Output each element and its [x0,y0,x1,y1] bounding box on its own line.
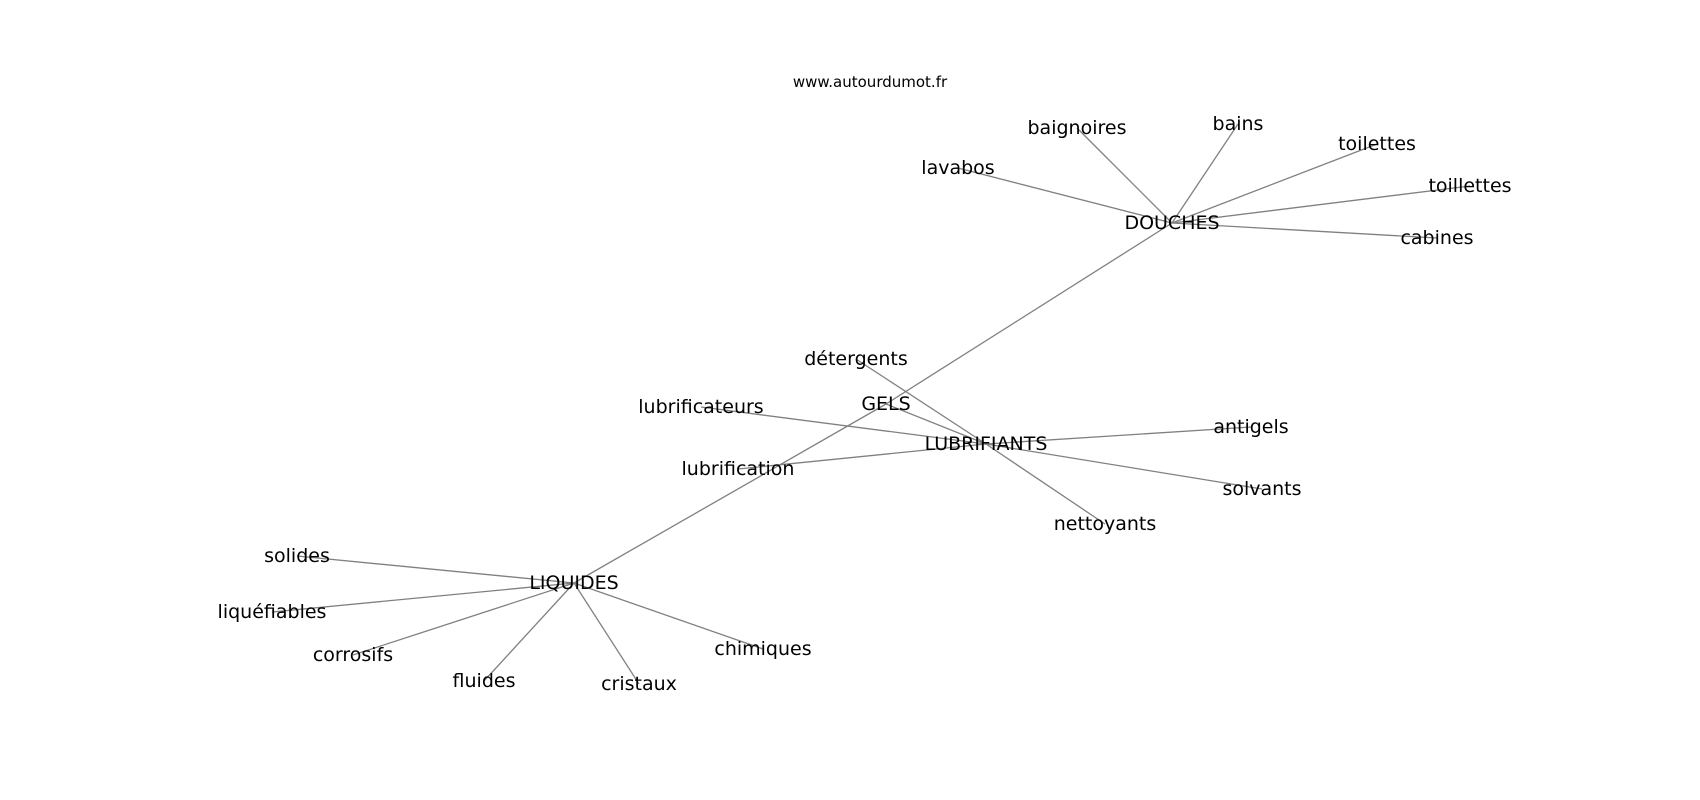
node-chimiques: chimiques [714,638,811,660]
edge-douches-bains [1171,123,1239,224]
node-solvants: solvants [1222,478,1301,500]
edge-lubrifiants-lubrificateurs [700,406,987,445]
edge-liquides-cristaux [573,582,640,685]
edge-liquides-fluides [483,582,575,682]
node-antigels: antigels [1213,416,1288,438]
edge-gels-liquides [573,403,887,584]
edge-liquides-corrosifs [352,582,575,656]
edge-liquides-liquefiables [271,582,575,613]
edge-lubrifiants-detergents [855,358,987,445]
edge-douches-toilettes [1171,143,1378,224]
node-lubrifiants: LUBRIFIANTS [925,433,1048,455]
node-corrosifs: corrosifs [313,644,393,666]
edge-liquides-solides [296,555,575,584]
node-toillettes: toillettes [1428,175,1511,197]
graph-nodes: GELS DOUCHES LIQUIDES LUBRIFIANTS baignoires… [218,113,1512,695]
edge-gels-lubrifiants [885,403,987,445]
node-toilettes: toilettes [1338,133,1416,155]
edge-lubrifiants-lubrification [737,443,987,470]
edge-douches-baignoires [1076,127,1173,224]
edge-lubrifiants-solvants [985,443,1263,490]
graph-edges [271,123,1471,685]
node-liquides: LIQUIDES [529,572,618,594]
node-cabines: cabines [1400,227,1473,249]
node-douches: DOUCHES [1124,212,1219,234]
node-lubrificateurs: lubrificateurs [638,396,763,418]
node-cristaux: cristaux [601,673,677,695]
edge-douches-toillettes [1171,185,1471,224]
node-liquefiables: liquéfiables [218,601,327,623]
node-lavabos: lavabos [921,157,994,179]
node-solides: solides [264,545,330,567]
edge-gels-douches [885,222,1173,405]
site-watermark: www.autourdumot.fr [793,73,948,91]
edge-lubrifiants-antigels [985,426,1252,445]
edge-lubrifiants-nettoyants [985,443,1106,525]
node-baignoires: baignoires [1028,117,1127,139]
node-detergents: détergents [804,348,908,370]
node-bains: bains [1213,113,1264,135]
node-lubrification: lubrification [682,458,795,480]
edge-douches-lavabos [957,167,1173,224]
edge-douches-cabines [1171,222,1438,239]
node-nettoyants: nettoyants [1054,513,1157,535]
node-fluides: fluides [453,670,516,692]
node-gels: GELS [861,393,910,415]
edge-liquides-chimiques [573,582,764,650]
